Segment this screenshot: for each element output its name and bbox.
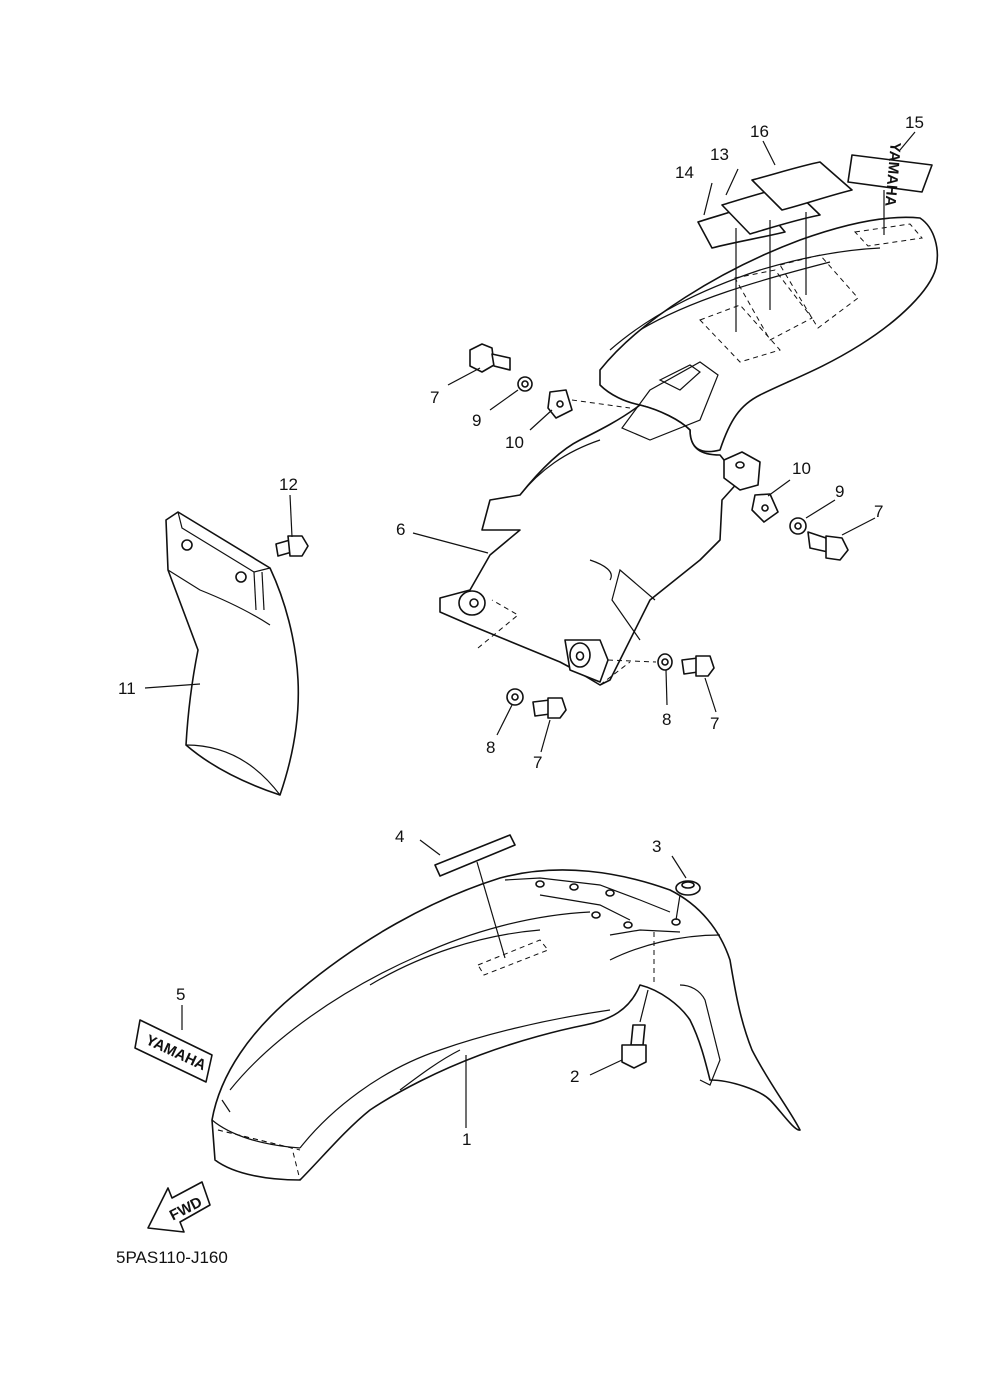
bolt-7-bottom-right xyxy=(681,655,715,677)
callout-6: 6 xyxy=(396,520,405,539)
washer-9-right xyxy=(789,517,807,535)
decal-15: YAMAHA xyxy=(847,142,933,208)
collar-8-right xyxy=(657,653,673,671)
callout-10-right: 10 xyxy=(792,459,811,478)
diagram-part-code: 5PAS110-J160 xyxy=(116,1248,228,1267)
callout-2: 2 xyxy=(570,1067,579,1086)
mud-flap xyxy=(165,511,309,796)
bolt-2 xyxy=(621,989,649,1069)
bolt-12 xyxy=(275,535,309,557)
callout-12: 12 xyxy=(279,475,298,494)
decal-5: YAMAHA xyxy=(134,1019,231,1113)
bolt-7-bottom-left xyxy=(532,697,567,719)
callout-13: 13 xyxy=(710,145,729,164)
forward-arrow: FWD xyxy=(147,1181,211,1233)
callout-7-upper-left: 7 xyxy=(430,388,439,407)
callout-4: 4 xyxy=(395,827,404,846)
callout-8-left: 8 xyxy=(486,738,495,757)
callout-5: 5 xyxy=(176,985,185,1004)
callout-15: 15 xyxy=(905,113,924,132)
callout-3: 3 xyxy=(652,837,661,856)
callout-leaders xyxy=(144,131,916,1128)
decal-4 xyxy=(434,834,516,959)
rear-hardware-right xyxy=(751,493,849,561)
callout-7-bottom-right: 7 xyxy=(710,714,719,733)
callout-7-right: 7 xyxy=(874,502,883,521)
callout-1: 1 xyxy=(462,1130,471,1149)
callout-7-bottom-left: 7 xyxy=(533,753,542,772)
decal-15-text: YAMAHA xyxy=(881,142,904,208)
callout-14: 14 xyxy=(675,163,694,182)
callout-16: 16 xyxy=(750,122,769,141)
callout-numbers: 1 2 3 4 5 6 7 9 10 10 9 7 8 7 8 7 11 12 … xyxy=(118,113,924,1149)
callout-10-upper-left: 10 xyxy=(505,433,524,452)
callout-8-right: 8 xyxy=(662,710,671,729)
collar-8-left xyxy=(506,688,524,706)
callout-9-upper-left: 9 xyxy=(472,411,481,430)
callout-11: 11 xyxy=(118,679,136,698)
rear-hardware-left xyxy=(469,343,631,419)
bolt-7-right xyxy=(807,531,849,561)
bolt-7-upper-left xyxy=(469,343,511,373)
nut-10-upper-left xyxy=(547,389,573,419)
washer-9-upper-left xyxy=(517,376,533,392)
decal-16 xyxy=(751,161,853,211)
front-fender xyxy=(211,869,801,1181)
nut-10-right xyxy=(751,493,779,523)
grommet-3 xyxy=(675,880,701,921)
rear-hardware-bottom xyxy=(506,653,715,719)
rear-decals: YAMAHA xyxy=(697,142,933,332)
callout-9-right: 9 xyxy=(835,482,844,501)
rear-fender xyxy=(439,216,939,686)
